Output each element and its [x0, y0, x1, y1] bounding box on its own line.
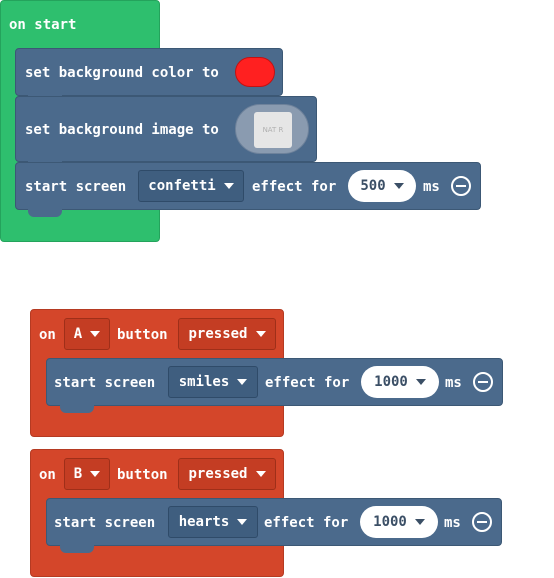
- on-start-title: on start: [9, 17, 77, 33]
- color-swatch[interactable]: [235, 57, 275, 87]
- button-label: button: [117, 467, 168, 483]
- chevron-down-icon: [90, 331, 101, 337]
- set-background-image-block[interactable]: set background image to NAT R: [15, 96, 317, 162]
- event-value: pressed: [188, 466, 248, 482]
- set-background-color-label: set background color to: [25, 65, 219, 81]
- chevron-down-icon: [237, 379, 248, 385]
- event-dropdown[interactable]: pressed: [178, 318, 276, 350]
- button-name-dropdown[interactable]: B: [64, 458, 110, 490]
- chevron-down-icon: [255, 471, 266, 477]
- chevron-down-icon: [237, 519, 248, 525]
- chevron-down-icon: [415, 379, 426, 385]
- image-thumbnail: NAT R: [254, 112, 292, 148]
- duration-dropdown[interactable]: 1000: [361, 366, 439, 398]
- chevron-down-icon: [90, 471, 101, 477]
- effect-dropdown-value: smiles: [178, 374, 230, 390]
- remove-parameter-icon[interactable]: [472, 512, 492, 532]
- duration-value: 500: [360, 178, 386, 194]
- start-screen-label: start screen: [54, 375, 156, 391]
- duration-value: 1000: [374, 374, 408, 390]
- button-name-value: B: [73, 466, 83, 482]
- set-background-color-block[interactable]: set background color to: [15, 48, 283, 96]
- start-screen-effect-block[interactable]: start screen confetti effect for 500 ms: [15, 162, 481, 210]
- effect-dropdown[interactable]: hearts: [168, 506, 258, 538]
- chevron-down-icon: [393, 183, 404, 189]
- effect-dropdown[interactable]: confetti: [138, 170, 244, 202]
- chevron-down-icon: [223, 183, 234, 189]
- duration-value: 1000: [373, 514, 407, 530]
- ms-unit-label: ms: [444, 515, 461, 531]
- effect-dropdown[interactable]: smiles: [168, 366, 258, 398]
- effect-dropdown-value: confetti: [148, 178, 216, 194]
- block-notch: [60, 405, 94, 413]
- effect-for-label: effect for: [252, 179, 337, 195]
- start-screen-label: start screen: [25, 179, 127, 195]
- start-screen-label: start screen: [54, 515, 156, 531]
- remove-parameter-icon[interactable]: [473, 372, 493, 392]
- block-notch: [28, 209, 62, 217]
- set-background-image-label: set background image to: [25, 122, 219, 138]
- button-name-dropdown[interactable]: A: [64, 318, 110, 350]
- event-value: pressed: [188, 326, 248, 342]
- chevron-down-icon: [255, 331, 266, 337]
- image-thumbnail-text: NAT R: [262, 126, 284, 134]
- image-field[interactable]: NAT R: [235, 104, 309, 154]
- start-screen-effect-block[interactable]: start screen smiles effect for 1000 ms: [46, 358, 503, 406]
- duration-dropdown[interactable]: 500: [348, 170, 416, 202]
- effect-dropdown-value: hearts: [178, 514, 230, 530]
- on-label: on: [39, 467, 56, 483]
- on-label: on: [39, 327, 56, 343]
- duration-dropdown[interactable]: 1000: [360, 506, 438, 538]
- ms-unit-label: ms: [423, 179, 440, 195]
- start-screen-effect-block[interactable]: start screen hearts effect for 1000 ms: [46, 498, 502, 546]
- event-dropdown[interactable]: pressed: [178, 458, 276, 490]
- effect-for-label: effect for: [264, 515, 349, 531]
- chevron-down-icon: [414, 519, 425, 525]
- block-notch: [60, 545, 94, 553]
- ms-unit-label: ms: [445, 375, 462, 391]
- remove-parameter-icon[interactable]: [451, 176, 471, 196]
- effect-for-label: effect for: [265, 375, 350, 391]
- button-label: button: [117, 327, 168, 343]
- button-name-value: A: [73, 326, 83, 342]
